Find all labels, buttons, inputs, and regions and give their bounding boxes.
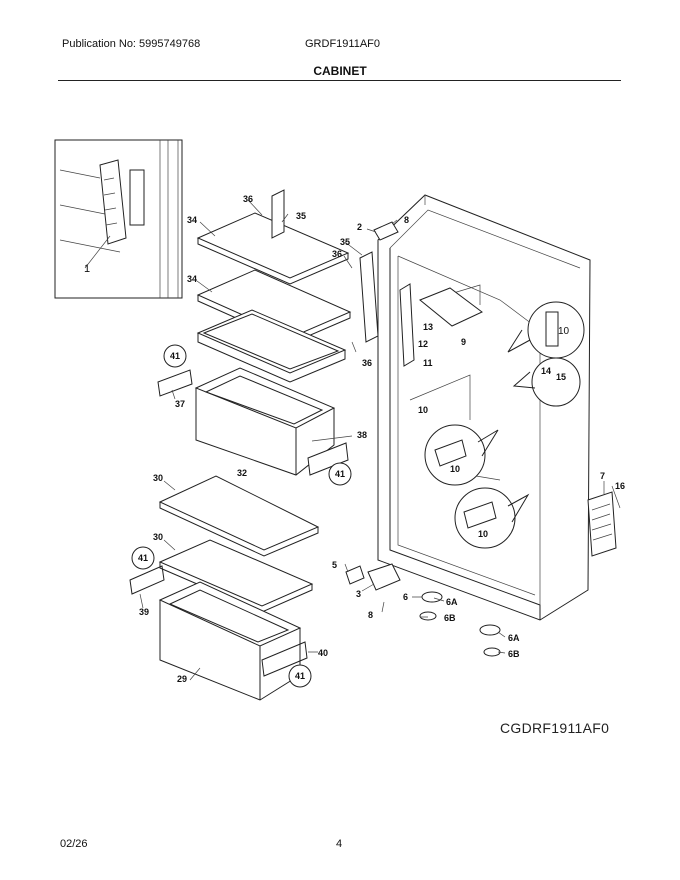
- callout-37: 37: [175, 399, 185, 409]
- callout-circle-41c: [131, 546, 155, 570]
- header-rule: [58, 80, 621, 81]
- callout-2: 2: [357, 222, 362, 232]
- detail-circle-10c: [454, 487, 530, 549]
- lower-shelf-30a: [158, 475, 320, 557]
- page-number: 4: [336, 838, 343, 850]
- callout-16: 16: [615, 481, 625, 491]
- callout-38: 38: [357, 430, 367, 440]
- vertical-trim-11: [399, 283, 415, 367]
- callout-29: 29: [177, 674, 187, 684]
- callout-39: 39: [139, 607, 149, 617]
- callout-15: 15: [556, 372, 566, 382]
- top-hinge-2: [373, 221, 399, 241]
- section-title: CABINET: [313, 64, 367, 78]
- inset-detail: [54, 139, 183, 299]
- callout-7: 7: [600, 471, 605, 481]
- callout-10b: 10: [418, 405, 428, 415]
- callout-30b: 30: [153, 532, 163, 542]
- callout-32: 32: [237, 468, 247, 478]
- callout-40: 40: [318, 648, 328, 658]
- callout-14: 14: [541, 366, 551, 376]
- lower-drawer-29: [158, 581, 302, 701]
- refrigerator-cabinet: [377, 194, 591, 621]
- callout-6b-2: 6B: [508, 649, 520, 659]
- upper-shelf-frame: [196, 309, 347, 383]
- callout-6b-1: 6B: [444, 613, 456, 623]
- drawer-slide-40: [261, 641, 308, 677]
- callout-41a: 41: [170, 351, 180, 361]
- callout-41b: 41: [335, 469, 345, 479]
- publication-number: Publication No: 5995749768: [62, 38, 201, 50]
- drawing-code: CGDRF1911AF0: [500, 720, 610, 736]
- callout-6: 6: [403, 592, 408, 602]
- callout-36a: 36: [243, 194, 253, 204]
- drawer-slide-38: [307, 442, 349, 476]
- callout-6a-1: 6A: [446, 597, 458, 607]
- callout-6a-2: 6A: [508, 633, 520, 643]
- callout-9: 9: [461, 337, 466, 347]
- callout-36b: 36: [332, 249, 342, 259]
- callout-11: 11: [423, 358, 433, 368]
- detail-circle-10b: [424, 424, 499, 486]
- leader-lines: [139, 199, 621, 681]
- callout-circle-41b: [328, 462, 352, 486]
- callout-35b: 35: [340, 237, 350, 247]
- callout-34b: 34: [187, 274, 197, 284]
- callout-10d: 10: [478, 529, 488, 539]
- callout-10c: 10: [450, 464, 460, 474]
- callout-41d: 41: [295, 671, 305, 681]
- drawer-handle-39: [129, 565, 165, 595]
- detail-circle-10a: [507, 301, 585, 359]
- callout-8b: 8: [368, 610, 373, 620]
- callout-5: 5: [332, 560, 337, 570]
- callout-34a: 34: [187, 215, 197, 225]
- base-parts: [345, 563, 501, 657]
- callout-3: 3: [356, 589, 361, 599]
- callout-10a: 10: [558, 326, 570, 337]
- callout-circle-41d: [288, 664, 312, 688]
- callout-12: 12: [418, 339, 428, 349]
- detail-circle-14-15: [512, 357, 581, 407]
- callout-1: 1: [84, 263, 90, 275]
- callout-8a: 8: [404, 215, 409, 225]
- rear-panel-7: [587, 491, 617, 557]
- light-housing-13: [419, 287, 483, 327]
- callout-36c: 36: [362, 358, 372, 368]
- shelf-support-35: [271, 189, 379, 343]
- model-number: GRDF1911AF0: [305, 38, 380, 50]
- footer-date: 02/26: [60, 838, 88, 850]
- callout-circle-41a: [163, 344, 187, 368]
- upper-shelf-34a: [196, 212, 350, 285]
- callout-41c: 41: [138, 553, 148, 563]
- crisper-drawer-32: [194, 367, 336, 476]
- drawer-handle-37: [157, 369, 193, 397]
- callout-13: 13: [423, 322, 433, 332]
- callout-30a: 30: [153, 473, 163, 483]
- callout-35a: 35: [296, 211, 306, 221]
